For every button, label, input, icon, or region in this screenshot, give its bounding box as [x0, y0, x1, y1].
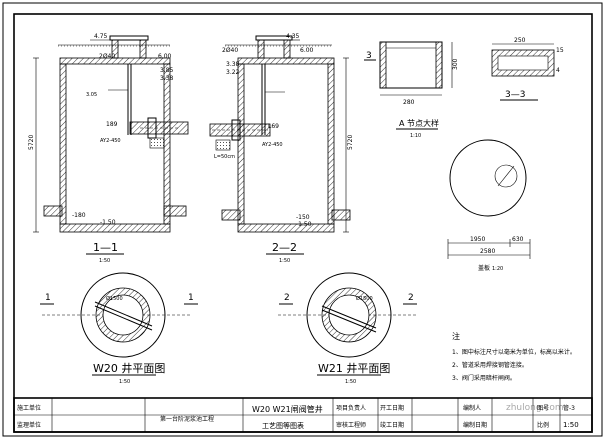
detail-a-dim-w: 280: [403, 99, 415, 106]
section-1-1-elev-a: 3.85: [160, 67, 174, 74]
section-1-1-title: 1—1: [93, 241, 118, 254]
detail-a-title: A 节点大样: [399, 118, 439, 128]
notes: 注 1、图中标注尺寸以毫米为单位，标高以米计。 2、管道采用焊接钢管连接。 3、…: [452, 331, 576, 382]
plan-w21-mark-right: 2: [408, 293, 414, 303]
scale-label: 比例: [537, 421, 549, 429]
plan-w20-mark-right: 1: [188, 293, 194, 303]
section-2-2-height: 5720: [347, 135, 354, 150]
section-2-2: 5720 4.35 2Ø40 6.00 3.38 3.22 L69 AY2-45…: [209, 33, 354, 264]
section-2-2-pipe-elev: L69: [268, 123, 279, 130]
section-2-2-pipe-label: AY2-450: [262, 142, 283, 148]
section-2-2-bottom-a: -150: [296, 214, 310, 221]
section-1-1-elev-top: 6.00: [158, 53, 172, 60]
section-2-2-valve-note: L=50cm: [214, 154, 235, 160]
plan-w21-label: Ø1500: [356, 295, 373, 302]
section-1-1-cover: 2Ø40: [99, 53, 115, 60]
detail-3-3-dim-w: 250: [514, 37, 526, 44]
plan-w21-scale: 1:50: [345, 379, 356, 385]
section-2-2-elev-b: 3.22: [226, 69, 240, 76]
detail-cover-scale: 1:20: [492, 266, 503, 272]
detail-cover-dim-a: 1950: [470, 236, 485, 243]
detail-a: 280 300 3 A 节点大样 1:10: [364, 41, 459, 139]
outer-frame: [2, 2, 603, 437]
finish-label: 竣工日期: [380, 421, 404, 429]
plan-w21-title: W21 井平面图: [318, 361, 390, 375]
section-1-1: 5720 4.75 2Ø40 6.00 3.85 3.38 189 AY2-45…: [28, 33, 189, 264]
section-1-1-pipe-label: AY2-450: [100, 138, 121, 144]
date-label: 编制日期: [463, 421, 487, 429]
watermark: zhulong.com: [506, 403, 564, 413]
section-2-2-scale: 1:50: [279, 258, 290, 264]
section-2-2-top-width: 4.35: [286, 33, 300, 40]
detail-cover-title: 盖板: [478, 264, 490, 272]
sheet-label: 图号: [537, 405, 549, 412]
detail-cover-dim-b: 630: [512, 236, 524, 243]
notes-item: 1、图中标注尺寸以毫米为单位，标高以米计。: [452, 348, 576, 356]
section-1-1-bottom-a: -180: [72, 212, 86, 219]
unit-label: 施工单位: [17, 404, 41, 412]
plan-w20: Ø1500 1 1 W20 井平面图 1:50: [40, 272, 198, 385]
notes-heading: 注: [452, 331, 460, 341]
supervisor-label: 监理单位: [17, 421, 41, 429]
section-1-1-pipe-elev: 189: [106, 121, 118, 128]
start-label: 开工日期: [380, 404, 404, 412]
section-2-2-elev-a: 3.38: [226, 61, 240, 68]
drawing-title-2: 工艺图等图表: [262, 421, 304, 430]
section-1-1-top-width: 4.75: [94, 33, 108, 40]
section-1-1-elev-b: 3.38: [160, 75, 174, 82]
detail-3-3-title: 3—3: [505, 90, 525, 100]
review-label: 审核工程师: [336, 421, 366, 429]
title-block: 施工单位 监理单位 第一台阶泥浆池工程 W20 W21闸阀管井 工艺图等图表 项…: [13, 397, 593, 433]
plan-w20-scale: 1:50: [119, 379, 130, 385]
section-1-1-height: 5720: [28, 135, 35, 150]
plan-w20-mark-left: 1: [45, 293, 51, 303]
notes-item: 2、管道采用焊接钢管连接。: [452, 361, 528, 369]
scale-value: 1:50: [563, 421, 579, 429]
lead-label: 项目负责人: [336, 404, 366, 412]
section-2-2-bottom-b: -1.50: [296, 221, 312, 228]
detail-3-3-dim-side: 15: [556, 47, 564, 54]
maker-label: 编制人: [463, 404, 481, 412]
plan-w20-title: W20 井平面图: [93, 361, 165, 375]
detail-a-dim-h: 300: [452, 58, 459, 70]
drawing-title-1: W20 W21闸阀管井: [252, 404, 323, 414]
detail-3-3: 250 15 4 3—3: [491, 37, 564, 101]
section-2-2-title: 2—2: [272, 241, 297, 254]
plan-w21: Ø1500 2 2 W21 井平面图 1:50: [278, 272, 418, 385]
detail-cover-dim-total: 2580: [480, 248, 495, 255]
detail-cover: 1950 630 2580 盖板 1:20: [447, 139, 531, 272]
notes-item: 3、阀门采用暗杆闸阀。: [452, 374, 516, 382]
detail-a-mark: 3: [366, 51, 372, 61]
section-1-1-scale: 1:50: [99, 258, 110, 264]
plan-w21-mark-left: 2: [284, 293, 290, 303]
sheet-value: 管-3: [563, 404, 575, 412]
plan-w20-label: Ø1500: [106, 295, 123, 302]
project-name: 第一台阶泥浆池工程: [160, 415, 214, 423]
section-1-1-bottom-b: -1.50: [100, 219, 116, 226]
detail-3-3-dim-r: 4: [556, 67, 560, 74]
section-2-2-elev-top: 6.00: [300, 47, 314, 54]
detail-a-scale: 1:10: [410, 133, 421, 139]
section-1-1-valve-note: 3.05: [86, 92, 97, 98]
section-2-2-cover: 2Ø40: [222, 47, 238, 54]
